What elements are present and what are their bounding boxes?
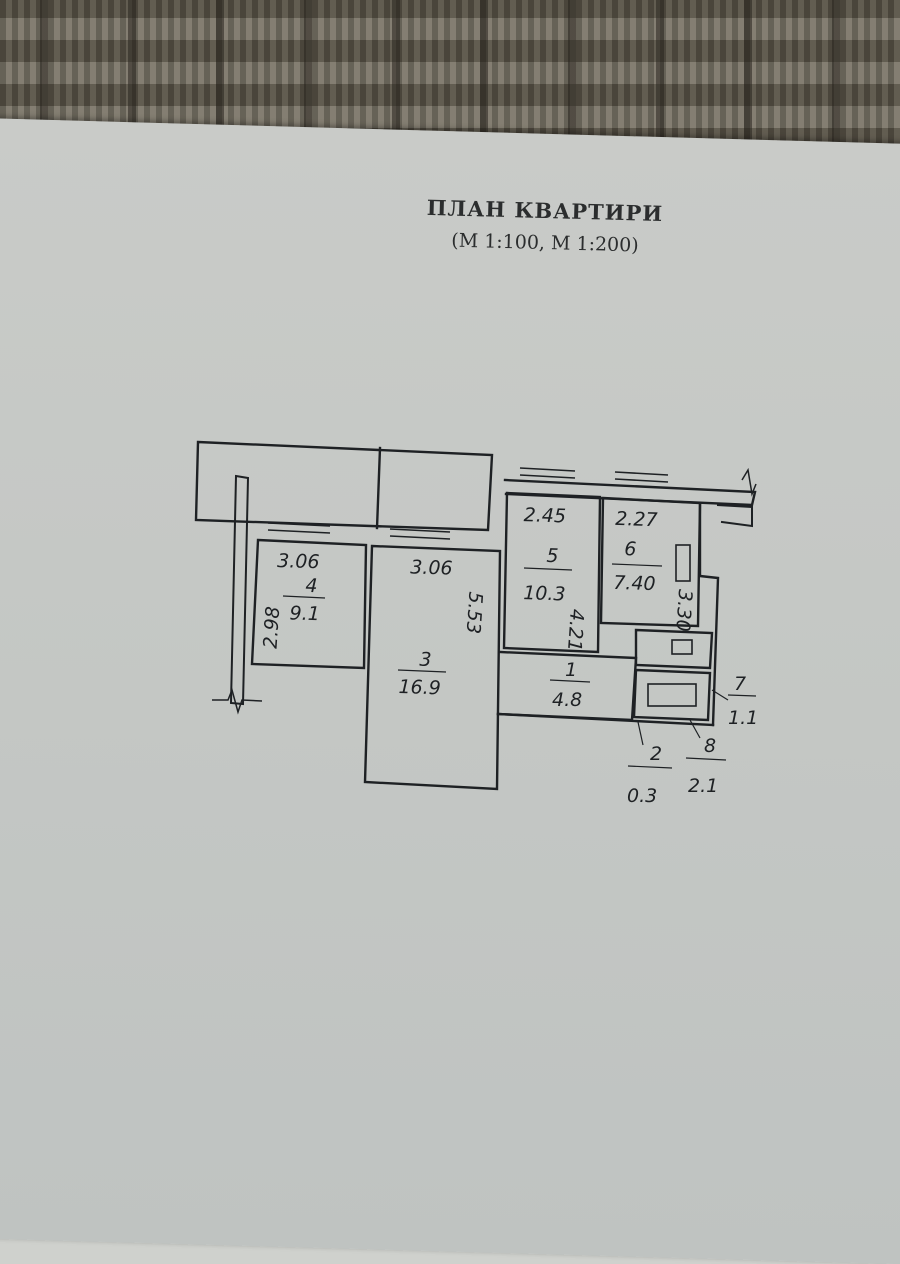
- room-1-area: 4.8: [552, 689, 582, 711]
- leader-room-8: [689, 719, 701, 739]
- room-3-outline: [363, 544, 502, 791]
- fraction-line-room-2: [627, 765, 673, 769]
- window-room-4: [267, 522, 331, 534]
- room-3-width: 3.06: [410, 556, 453, 579]
- room-6-labels: 2.27 6 7.40 3.30: [613, 508, 696, 633]
- room-4-number: 4: [305, 575, 318, 597]
- room-3-length: 5.53: [462, 591, 487, 635]
- fraction-line-room-8: [685, 757, 727, 761]
- room-6-length: 3.30: [671, 589, 696, 633]
- fraction-line-room-4: [282, 595, 326, 599]
- room-7-labels: 7 1.1: [728, 673, 758, 729]
- stair-wall: [716, 503, 753, 528]
- outer-wall-left: [229, 474, 250, 706]
- room-6-area: 7.40: [613, 572, 656, 595]
- room-4-labels: 3.06 4 9.1 2.98: [259, 550, 320, 650]
- room-5-width: 2.45: [523, 504, 566, 527]
- corridor-bottom-wall: [496, 712, 715, 727]
- fraction-line-room-3: [397, 669, 447, 673]
- window-room-5: [519, 467, 576, 479]
- room-8-labels: 8 2.1: [688, 735, 718, 797]
- room-7-area: 1.1: [728, 707, 758, 729]
- room-1-labels: 1 4.8: [552, 659, 582, 711]
- room-2-number: 2: [650, 743, 662, 765]
- room-6-width: 2.27: [615, 508, 658, 531]
- fixture-sink: [671, 639, 693, 655]
- window-room-6: [614, 471, 669, 483]
- room-4-area: 9.1: [289, 602, 320, 625]
- room-2-area: 0.3: [627, 785, 657, 807]
- room-3-area: 16.9: [398, 676, 441, 699]
- room-5-area: 10.3: [523, 582, 566, 605]
- facade-wall-right: [503, 478, 757, 507]
- wc-outline: [632, 668, 712, 722]
- room-2-labels: 2 0.3: [627, 743, 662, 807]
- fraction-line-room-7: [727, 694, 757, 697]
- break-mark-right: [741, 467, 757, 497]
- fixture-cabinet: [675, 544, 691, 582]
- room-5-number: 5: [546, 545, 559, 567]
- outer-wall-right: [698, 501, 720, 727]
- room-6-number: 6: [624, 538, 637, 560]
- room-1-number: 1: [565, 659, 577, 681]
- leader-room-2: [637, 721, 644, 746]
- room-3-number: 3: [419, 649, 432, 671]
- fraction-line-room-1: [549, 679, 591, 683]
- room-3-labels: 3.06 3 16.9 5.53: [398, 556, 487, 699]
- window-room-3: [389, 528, 451, 540]
- balcony-divider: [375, 446, 382, 530]
- break-mark-left: [212, 687, 263, 715]
- fixture-bath: [647, 683, 697, 707]
- room-5-labels: 2.45 5 10.3 4.21: [523, 504, 588, 652]
- room-6-outline: [599, 496, 702, 628]
- room-5-length: 4.21: [563, 608, 588, 652]
- room-4-outline: [250, 538, 368, 670]
- room-4-length: 2.98: [259, 606, 284, 650]
- floor-plan: 3.06 4 9.1 2.98 3.06 3 16.9 5.53 2.45 5 …: [194, 440, 758, 807]
- fraction-line-room-6: [611, 563, 663, 567]
- fraction-line-room-5: [523, 567, 573, 571]
- room-5-outline: [502, 491, 602, 654]
- room-4-width: 3.06: [277, 550, 320, 573]
- room-8-area: 2.1: [688, 775, 718, 797]
- room-7-number: 7: [734, 673, 746, 695]
- room-8-number: 8: [704, 735, 716, 757]
- bathroom-outline: [634, 628, 714, 670]
- leader-room-7: [711, 689, 729, 701]
- balcony-outline: [194, 440, 494, 532]
